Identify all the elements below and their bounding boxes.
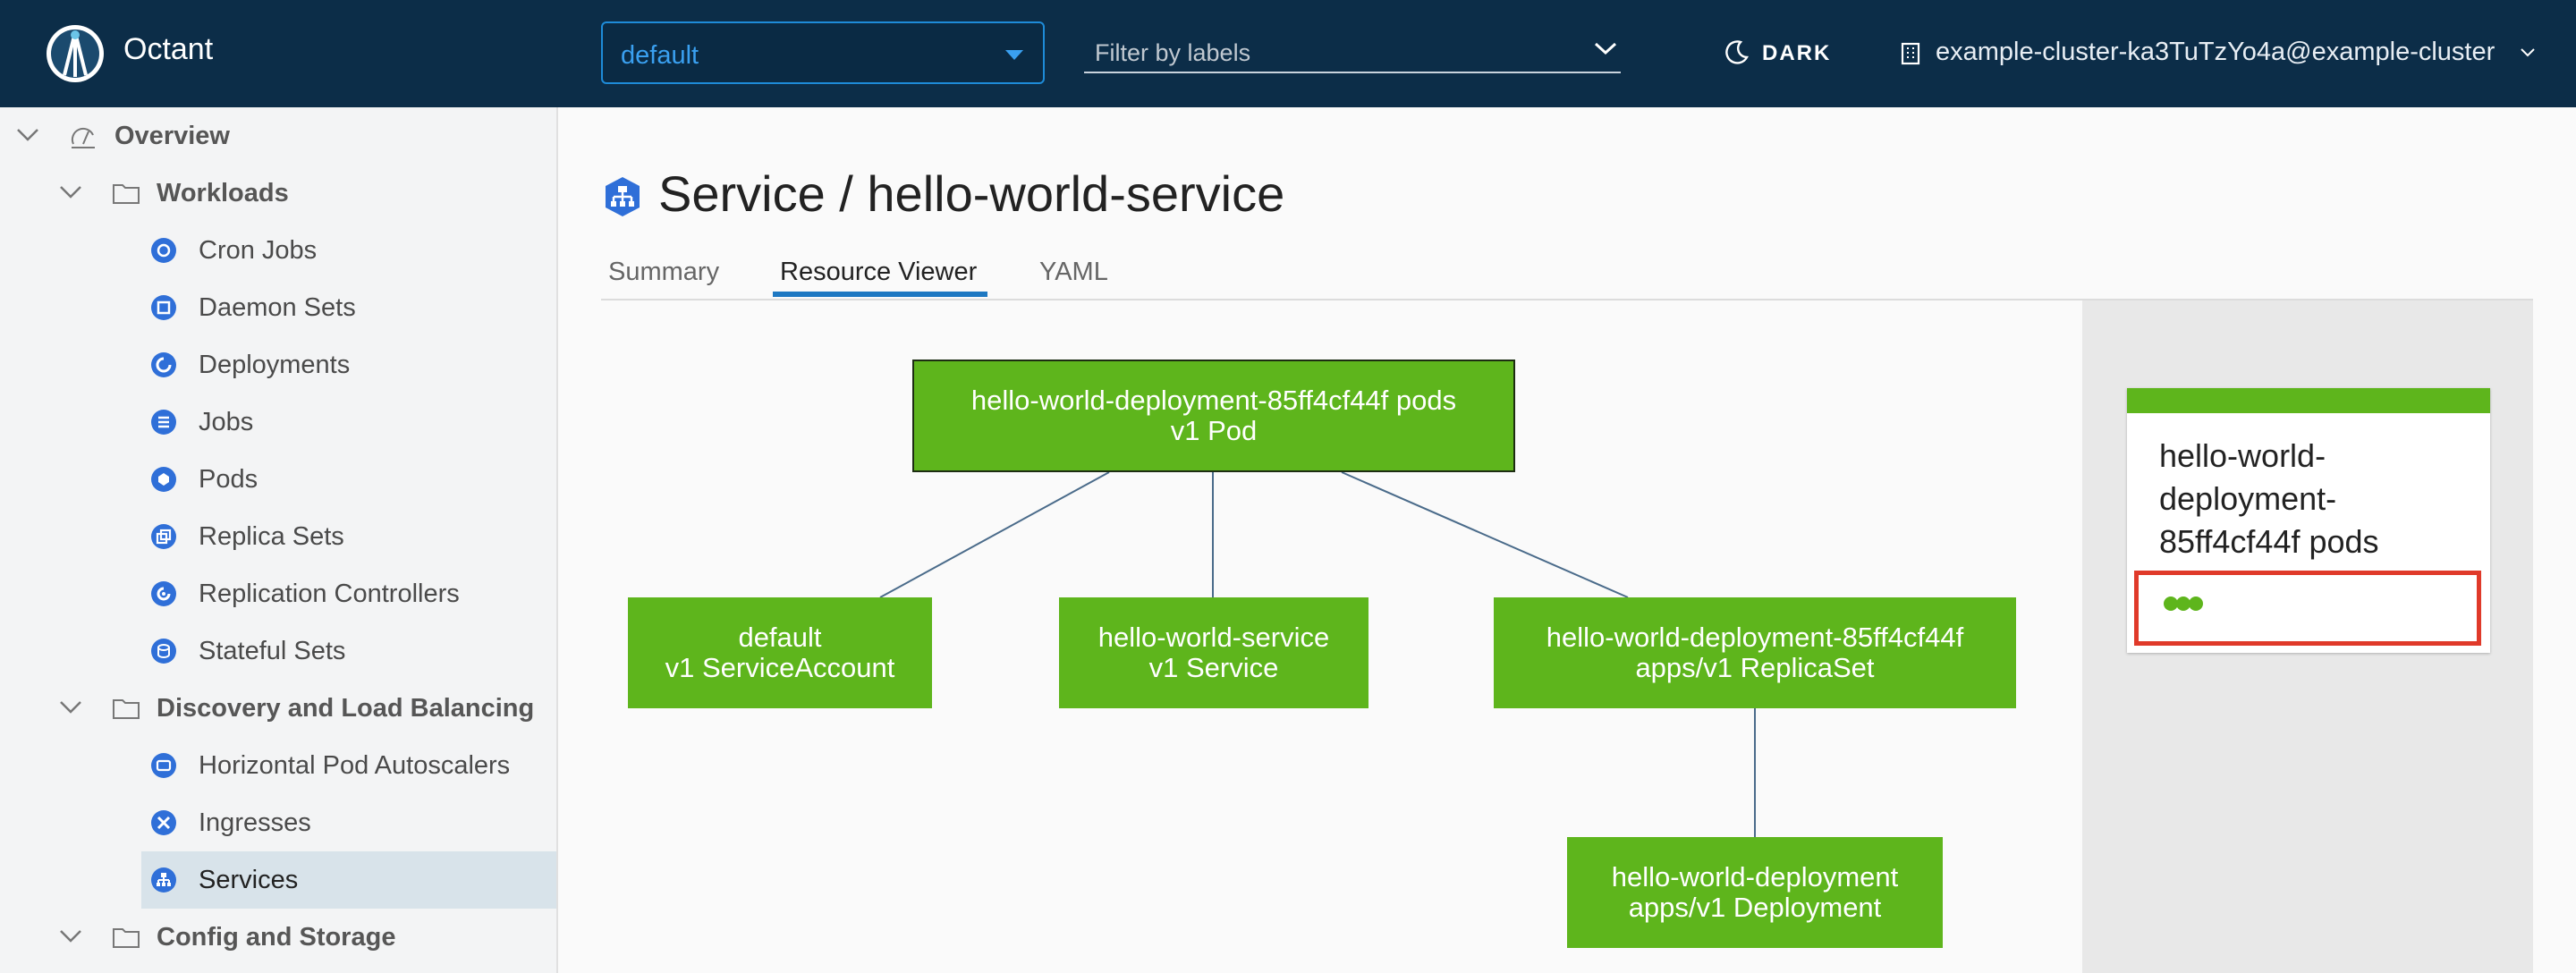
sidebar-group-label: Config and Storage xyxy=(157,923,396,952)
label-filter-input[interactable]: Filter by labels xyxy=(1084,21,1621,73)
graph-edges xyxy=(879,471,1756,837)
ingress-icon xyxy=(151,810,176,835)
sidebar-item-label: Horizontal Pod Autoscalers xyxy=(199,751,511,780)
service-icon xyxy=(151,867,176,893)
graph-node-deployment[interactable]: hello-world-deployment apps/v1 Deploymen… xyxy=(1567,837,1943,948)
moon-icon xyxy=(1725,40,1749,64)
sidebar-item-label: Overview xyxy=(114,122,230,150)
sidebar-item-pods[interactable]: Pods xyxy=(0,451,556,508)
brand-name[interactable]: Octant xyxy=(123,32,214,66)
node-kind: v1 Pod xyxy=(1170,415,1258,446)
octant-logo-icon[interactable] xyxy=(45,23,106,84)
caret-down-icon xyxy=(1005,50,1023,60)
chevron-down-icon xyxy=(17,129,38,141)
sidebar-item-horizontal-pod-autoscalers[interactable]: Horizontal Pod Autoscalers xyxy=(0,737,556,794)
top-header: Octant default Filter by labels DARK exa… xyxy=(0,0,2576,107)
chevron-down-icon xyxy=(60,930,81,943)
sidebar-item-label: Jobs xyxy=(199,408,254,436)
sidebar-item-jobs[interactable]: Jobs xyxy=(0,393,556,451)
node-kind: v1 ServiceAccount xyxy=(665,652,895,683)
sidebar-item-overview[interactable]: Overview xyxy=(0,107,556,165)
edge-pod-serviceaccount xyxy=(879,471,1110,598)
deployment-icon xyxy=(151,352,176,377)
tab-bar: Summary Resource Viewer YAML xyxy=(601,250,2533,300)
cronjob-icon xyxy=(151,238,176,263)
sidebar-item-label: Daemon Sets xyxy=(199,293,356,322)
label-filter-placeholder: Filter by labels xyxy=(1095,39,1251,66)
node-name: hello-world-deployment-85ff4cf44f pods xyxy=(970,385,1457,416)
status-bar xyxy=(2127,388,2490,413)
node-kind: v1 Service xyxy=(1148,652,1279,683)
sidebar-group-label: Workloads xyxy=(157,179,289,207)
sidebar-group-workloads[interactable]: Workloads xyxy=(0,165,556,222)
folder-icon xyxy=(113,184,140,204)
edge-pod-replicaset xyxy=(1341,471,1629,598)
node-name: default xyxy=(738,622,822,653)
sidebar-item-label: Replication Controllers xyxy=(199,580,460,608)
sidebar-item-label: Cron Jobs xyxy=(199,236,318,265)
node-name: hello-world-service xyxy=(1097,622,1330,653)
sidebar-item-services[interactable]: Services xyxy=(0,851,556,909)
sidebar-item-label: Pods xyxy=(199,465,258,494)
namespace-value: default xyxy=(621,41,699,70)
sidebar-item-label: Services xyxy=(199,866,299,894)
chevron-down-icon xyxy=(2521,48,2535,57)
sidebar-group-config-storage[interactable]: Config and Storage xyxy=(0,909,556,966)
graph-node-service[interactable]: hello-world-service v1 Service xyxy=(1059,597,1368,708)
sidebar-item-replica-sets[interactable]: Replica Sets xyxy=(0,508,556,565)
pod-status-dot[interactable] xyxy=(2164,596,2178,611)
sidebar-nav: Overview Workloads Cron Jobs Daemon Sets… xyxy=(0,107,558,973)
pod-status-indicator[interactable] xyxy=(2134,571,2481,646)
pod-status-dot[interactable] xyxy=(2189,596,2203,611)
namespace-select[interactable]: default xyxy=(601,21,1045,84)
context-name: example-cluster-ka3TuTzYo4a@example-clus… xyxy=(1936,38,2496,66)
theme-label: DARK xyxy=(1762,41,1832,65)
replication-controller-icon xyxy=(151,581,176,606)
graph-node-pod[interactable]: hello-world-deployment-85ff4cf44f pods v… xyxy=(912,360,1515,472)
sidebar-item-replication-controllers[interactable]: Replication Controllers xyxy=(0,565,556,622)
sidebar-item-label: Deployments xyxy=(199,351,351,379)
node-kind: apps/v1 ReplicaSet xyxy=(1635,652,1875,683)
sidebar-item-stateful-sets[interactable]: Stateful Sets xyxy=(0,622,556,680)
node-kind: apps/v1 Deployment xyxy=(1628,892,1882,923)
sidebar-item-deployments[interactable]: Deployments xyxy=(0,336,556,393)
chevron-down-icon xyxy=(60,701,81,714)
daemonset-icon xyxy=(151,295,176,320)
graph-node-serviceaccount[interactable]: default v1 ServiceAccount xyxy=(628,597,932,708)
sidebar-item-label: Replica Sets xyxy=(199,522,344,551)
folder-icon xyxy=(113,928,140,948)
resource-detail-card: hello-world-deployment-85ff4cf44f pods xyxy=(2127,388,2490,653)
overview-icon xyxy=(71,127,95,148)
pod-icon xyxy=(151,467,176,492)
building-icon xyxy=(1901,42,1920,65)
job-icon xyxy=(151,410,176,435)
resource-graph: hello-world-deployment-85ff4cf44f pods v… xyxy=(601,300,2082,973)
tab-yaml[interactable]: YAML xyxy=(1039,258,1108,286)
service-icon xyxy=(606,177,640,216)
sidebar-item-daemon-sets[interactable]: Daemon Sets xyxy=(0,279,556,336)
sidebar-item-label: Ingresses xyxy=(199,808,311,837)
sidebar-group-label: Discovery and Load Balancing xyxy=(157,694,535,723)
folder-icon xyxy=(113,699,140,719)
node-name: hello-world-deployment xyxy=(1611,861,1899,893)
sidebar-item-cron-jobs[interactable]: Cron Jobs xyxy=(0,222,556,279)
hpa-icon xyxy=(151,753,176,778)
chevron-down-icon xyxy=(1594,42,1617,55)
detail-panel: hello-world-deployment-85ff4cf44f pods xyxy=(2082,300,2533,973)
tab-resource-viewer[interactable]: Resource Viewer xyxy=(780,258,978,286)
node-name: hello-world-deployment-85ff4cf44f xyxy=(1546,622,1964,653)
chevron-down-icon xyxy=(60,186,81,199)
replicaset-icon xyxy=(151,524,176,549)
graph-node-replicaset[interactable]: hello-world-deployment-85ff4cf44f apps/v… xyxy=(1494,597,2016,708)
card-title: hello-world-deployment-85ff4cf44f pods xyxy=(2159,437,2379,560)
pod-status-dot[interactable] xyxy=(2176,596,2190,611)
tab-summary[interactable]: Summary xyxy=(608,258,720,286)
active-tab-indicator xyxy=(773,292,987,297)
page-title: Service / hello-world-service xyxy=(658,165,1285,222)
sidebar-item-ingresses[interactable]: Ingresses xyxy=(0,794,556,851)
sidebar-group-discovery[interactable]: Discovery and Load Balancing xyxy=(0,680,556,737)
sidebar-item-label: Stateful Sets xyxy=(199,637,346,665)
statefulset-icon xyxy=(151,639,176,664)
